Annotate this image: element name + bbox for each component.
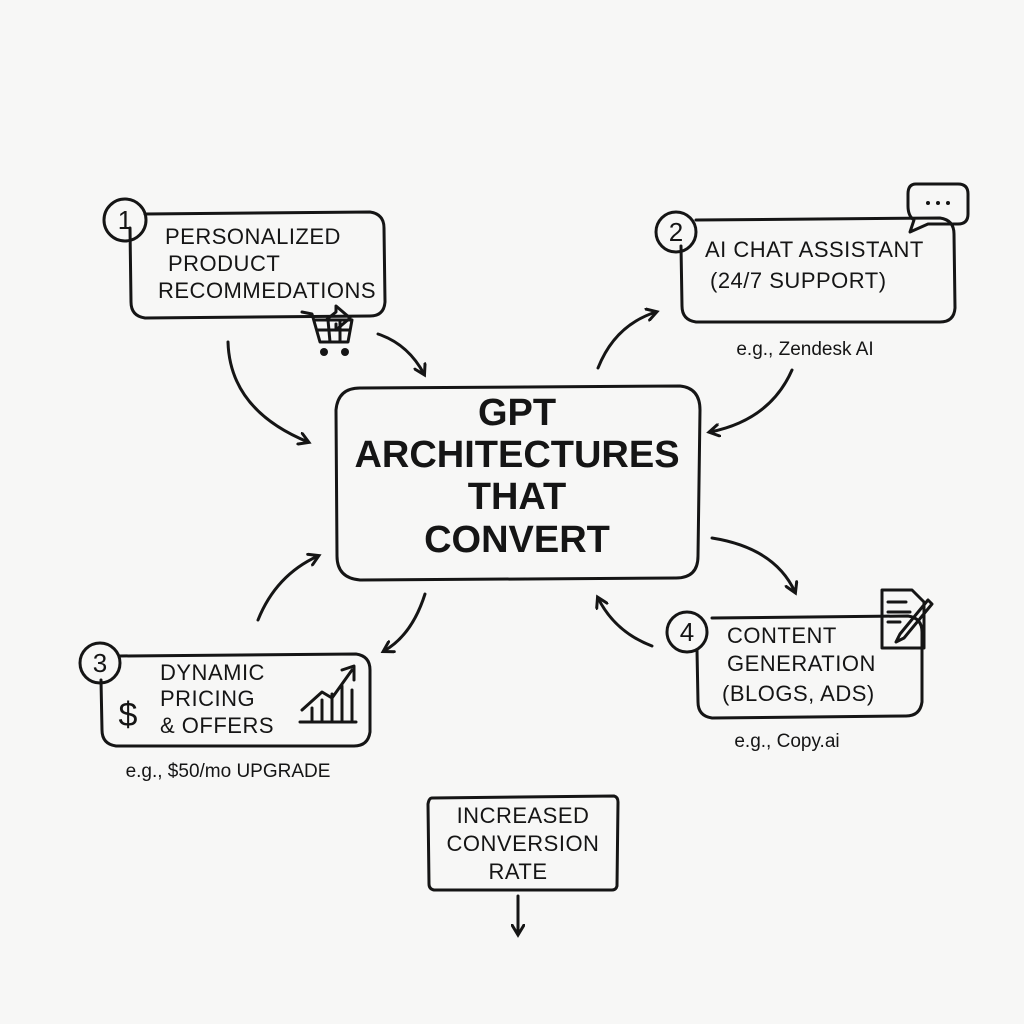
node-label-line: PRICING [160, 686, 255, 711]
node-label-line: RECOMMEDATIONS [158, 278, 376, 303]
node-label-line: DYNAMIC [160, 660, 265, 685]
node-personalized-recommendations: 1 PERSONALIZED PRODUCT RECOMMEDATIONS [102, 197, 387, 356]
outcome-node: INCREASED CONVERSION RATE [426, 794, 620, 934]
node-label-line: AI CHAT ASSISTANT [705, 237, 924, 262]
document-pen-icon [880, 588, 934, 650]
number-badge [102, 197, 148, 243]
speech-bubble-icon [906, 182, 970, 234]
arrow-node2-to-center [710, 368, 794, 432]
center-title-line: CONVERT [424, 519, 610, 561]
growth-chart-icon [298, 664, 358, 724]
node-label-line: (BLOGS, ADS) [722, 681, 875, 706]
node-label-line: & OFFERS [160, 713, 274, 738]
dollar-sign-icon: $ [119, 696, 138, 734]
number-badge [654, 210, 698, 254]
node-dynamic-pricing: 3 DYNAMIC PRICING & OFFERS $ e.g., $50/m… [78, 641, 372, 782]
number-label: 1 [118, 205, 132, 235]
number-badge [665, 610, 709, 654]
shopping-cart-icon [300, 304, 354, 356]
node-label-line: (24/7 SUPPORT) [710, 268, 887, 293]
node-content-generation: 4 CONTENT GENERATION (BLOGS, ADS) e.g., … [665, 588, 934, 752]
number-label: 2 [669, 217, 683, 247]
node-label-line: PERSONALIZED [165, 224, 341, 249]
node-ai-chat-assistant: 2 AI CHAT ASSISTANT (24/7 SUPPORT) e.g.,… [654, 182, 970, 360]
arrow-center-to-node4 [710, 536, 795, 592]
node-caption: e.g., Copy.ai [734, 731, 839, 752]
arrow-node3-to-center [256, 556, 318, 622]
node-label-line: CONTENT [727, 623, 837, 648]
node-caption: e.g., $50/mo UPGRADE [126, 761, 331, 782]
node-caption: e.g., Zendesk AI [736, 339, 873, 360]
center-node: GPT ARCHITECTURES THAT CONVERT [334, 384, 702, 582]
arrow-node1-to-center [226, 340, 308, 442]
node-label-line: PRODUCT [168, 251, 280, 276]
center-title-line: GPT [478, 392, 556, 434]
outcome-label-line: INCREASED [457, 803, 590, 828]
center-title-line: ARCHITECTURES [354, 434, 679, 476]
arrow-node4-to-center [598, 598, 654, 648]
outcome-label-line: RATE [488, 859, 547, 884]
arrow-center-to-node3 [384, 592, 427, 651]
outcome-label-line: CONVERSION [447, 831, 600, 856]
number-label: 3 [93, 648, 107, 678]
number-badge [78, 641, 122, 685]
arrow-center-to-node2 [596, 312, 656, 370]
center-title-line: THAT [468, 476, 567, 518]
node-label-line: GENERATION [727, 651, 876, 676]
number-label: 4 [680, 617, 694, 647]
arrow-cart-to-center [376, 332, 424, 374]
